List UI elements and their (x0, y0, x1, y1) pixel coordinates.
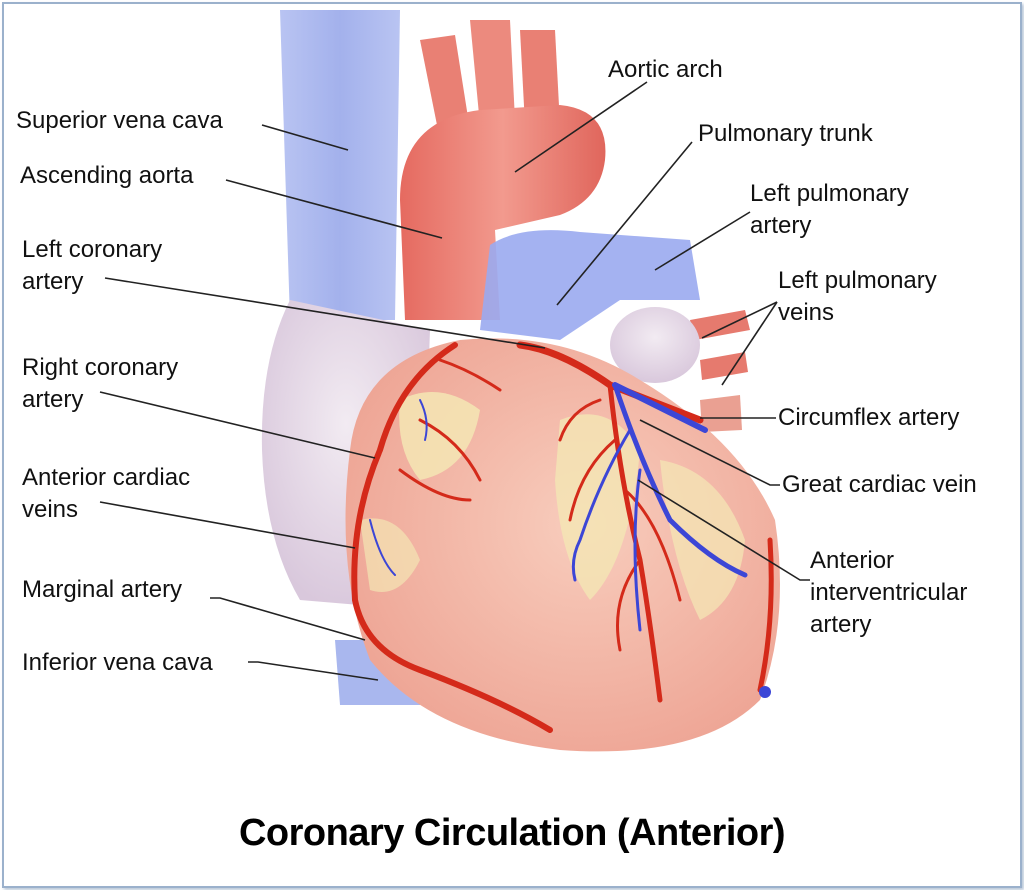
label-ascending-aorta: Ascending aorta (20, 162, 194, 189)
pulmonary-trunk-shape (480, 230, 700, 340)
label-inferior-vena-cava: Inferior vena cava (22, 649, 213, 676)
coronary-arteries (351, 341, 774, 733)
aorta-shape (400, 105, 606, 320)
label-anterior-cardiac-veins: Anterior cardiac veins (22, 464, 191, 523)
diagram-title: Coronary Circulation (Anterior) (238, 812, 786, 854)
label-great-cardiac-vein: Great cardiac vein (782, 471, 977, 498)
label-superior-vena-cava: Superior vena cava (16, 107, 223, 134)
label-left-coronary-artery: Left coronary artery (22, 236, 163, 295)
label-pulmonary-trunk: Pulmonary trunk (698, 120, 873, 147)
label-right-coronary-artery: Right coronary artery (22, 354, 179, 413)
label-left-pulmonary-artery: Left pulmonary artery (750, 180, 909, 239)
label-left-pulmonary-veins: Left pulmonary veins (778, 267, 937, 326)
label-marginal-artery: Marginal artery (22, 576, 183, 603)
superior-vena-cava-shape (280, 10, 400, 320)
label-anterior-interventricular-artery: Anterior interventricular artery (810, 547, 968, 638)
label-aortic-arch: Aortic arch (608, 56, 723, 83)
label-circumflex-artery: Circumflex artery (778, 404, 960, 431)
leader-lines (99, 81, 810, 681)
cardiac-veins (369, 382, 748, 632)
